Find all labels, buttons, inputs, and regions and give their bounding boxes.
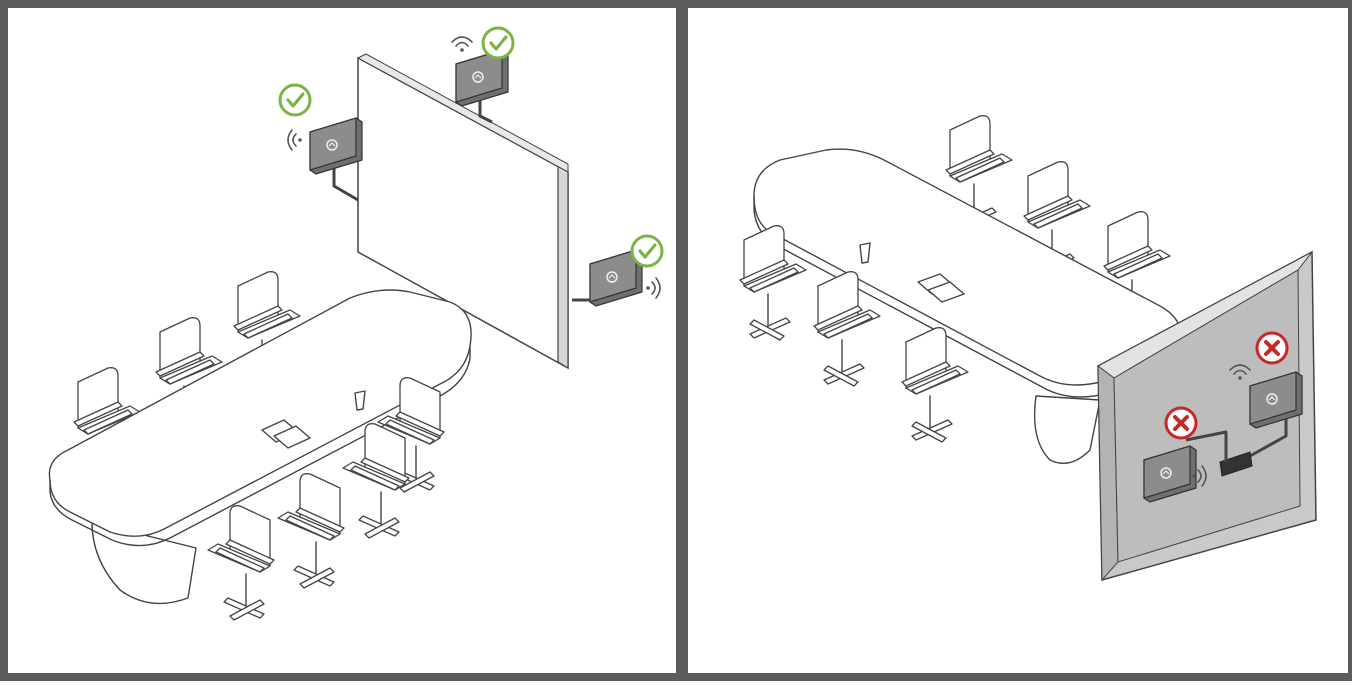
check-icon [632, 236, 662, 266]
cross-icon [1166, 408, 1196, 438]
panel-incorrect-placement [684, 4, 1352, 677]
check-icon [280, 85, 310, 115]
check-icon [483, 28, 513, 58]
cross-icon [1257, 333, 1287, 363]
panel-correct-placement [4, 4, 680, 677]
